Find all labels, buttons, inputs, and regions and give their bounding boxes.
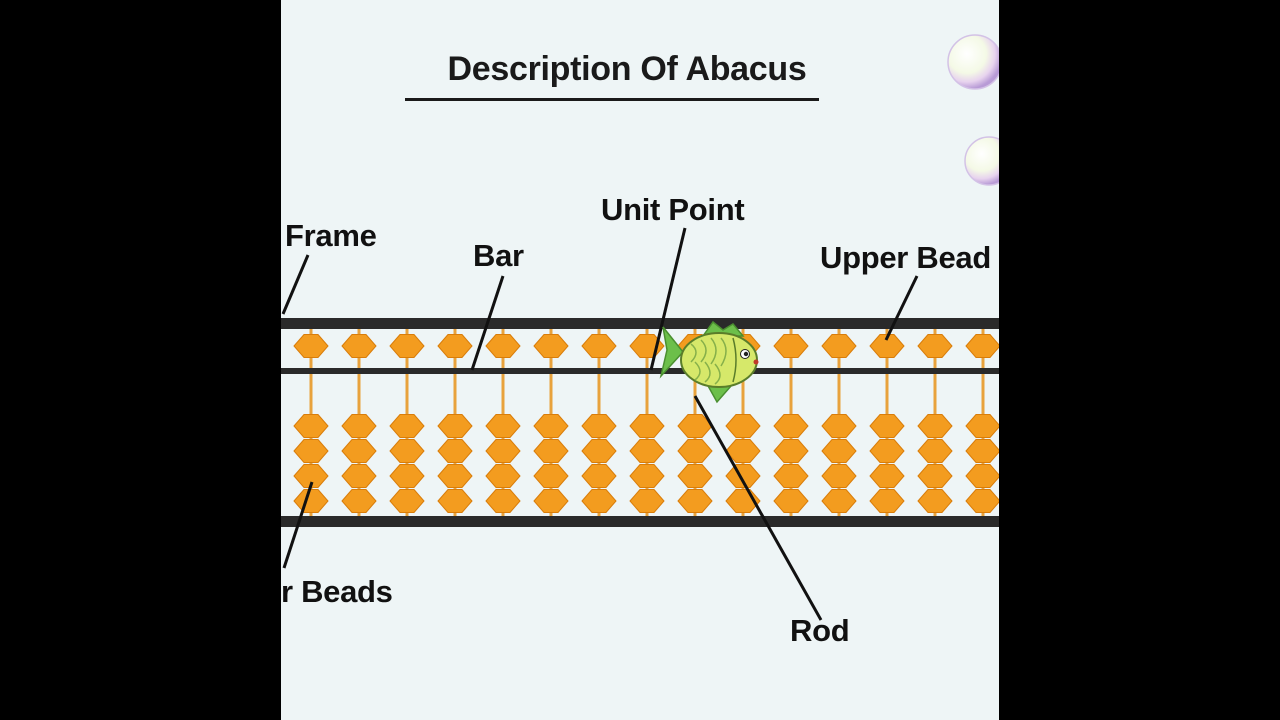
lower-bead: [581, 489, 617, 513]
lower-beads-leader-line: [282, 481, 314, 569]
lower-bead: [341, 489, 377, 513]
lower-bead: [773, 489, 809, 513]
lower-bead: [677, 439, 713, 463]
lower-bead: [917, 439, 953, 463]
lower-bead: [581, 464, 617, 488]
lower-bead: [965, 464, 999, 488]
label-leader-lines: [281, 227, 919, 621]
upper-bead: [965, 334, 999, 358]
lower-bead: [869, 464, 905, 488]
bubble-decorations: [947, 34, 999, 186]
lower-bead: [773, 464, 809, 488]
lower-bead: [293, 439, 329, 463]
lower-bead: [917, 489, 953, 513]
lower-bead: [821, 489, 857, 513]
unit-point-leader-line: [649, 227, 687, 371]
lower-bead: [533, 464, 569, 488]
label-unit-point: Unit Point: [601, 192, 745, 227]
lower-bead: [965, 414, 999, 438]
label-bar: Bar: [473, 238, 524, 273]
frame-bottom-rail: [281, 516, 999, 527]
bubble-icon: [964, 136, 999, 186]
lower-bead: [533, 439, 569, 463]
lower-bead: [341, 464, 377, 488]
rod-leader-line: [693, 395, 823, 621]
lower-bead: [821, 414, 857, 438]
abacus-slide: Description Of Abacus: [281, 0, 999, 720]
lower-bead: [437, 489, 473, 513]
abacus-frame: [281, 318, 999, 527]
bubble-icon: [947, 34, 999, 90]
lower-bead: [293, 464, 329, 488]
upper-bead: [293, 334, 329, 358]
lower-bead: [965, 439, 999, 463]
label-frame: Frame: [285, 218, 377, 253]
lower-bead: [389, 464, 425, 488]
lower-bead: [293, 414, 329, 438]
upper-bead: [773, 334, 809, 358]
lower-bead: [629, 414, 665, 438]
abacus-diagram: [281, 34, 999, 621]
lower-bead: [485, 439, 521, 463]
fish-icon: [659, 320, 759, 404]
lower-bead: [485, 414, 521, 438]
upper-bead: [917, 334, 953, 358]
upper-bead: [437, 334, 473, 358]
reckoning-bar: [281, 368, 999, 374]
lower-bead: [821, 439, 857, 463]
bar-leader-line: [470, 275, 505, 371]
lower-bead: [389, 489, 425, 513]
upper-bead-leader-line: [884, 275, 919, 341]
lower-bead: [965, 489, 999, 513]
lower-bead: [437, 439, 473, 463]
lower-bead: [677, 489, 713, 513]
lower-bead: [341, 439, 377, 463]
lower-bead: [437, 464, 473, 488]
lower-bead: [773, 414, 809, 438]
lower-bead: [869, 439, 905, 463]
lower-bead: [293, 489, 329, 513]
lower-bead: [485, 464, 521, 488]
lower-bead: [629, 464, 665, 488]
title-underline: [405, 98, 819, 101]
lower-bead: [917, 414, 953, 438]
lower-bead: [341, 414, 377, 438]
lower-bead: [725, 464, 761, 488]
frame-top-rail: [281, 318, 999, 329]
lower-bead: [485, 489, 521, 513]
label-rod: Rod: [790, 613, 850, 648]
upper-bead: [485, 334, 521, 358]
slide-title: Description Of Abacus: [447, 50, 807, 88]
lower-bead: [917, 464, 953, 488]
lower-bead: [821, 464, 857, 488]
label-upper-bead: Upper Bead: [820, 240, 991, 275]
lower-bead: [869, 489, 905, 513]
lower-bead: [581, 439, 617, 463]
lower-bead: [389, 414, 425, 438]
frame-leader-line: [281, 254, 310, 315]
label-lower-beads: r Beads: [281, 574, 393, 609]
lower-bead: [725, 414, 761, 438]
lower-bead: [533, 489, 569, 513]
lower-bead: [725, 439, 761, 463]
lower-bead: [677, 464, 713, 488]
lower-bead: [869, 414, 905, 438]
lower-bead: [773, 439, 809, 463]
lower-bead: [533, 414, 569, 438]
upper-bead: [341, 334, 377, 358]
upper-bead: [533, 334, 569, 358]
upper-bead: [581, 334, 617, 358]
upper-bead: [869, 334, 905, 358]
lower-bead: [437, 414, 473, 438]
upper-bead: [821, 334, 857, 358]
lower-bead: [389, 439, 425, 463]
lower-bead: [581, 414, 617, 438]
lower-bead: [629, 489, 665, 513]
lower-bead: [629, 439, 665, 463]
upper-bead: [389, 334, 425, 358]
